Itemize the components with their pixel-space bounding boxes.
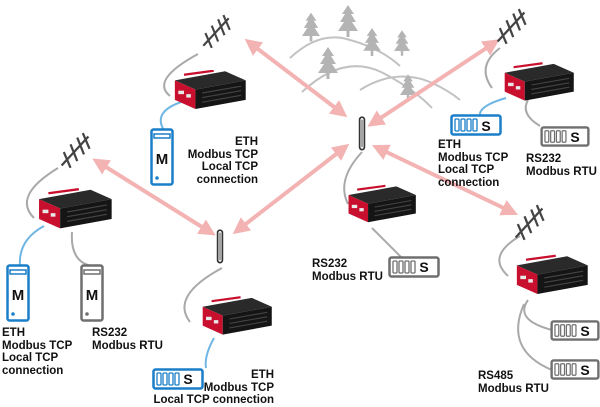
label-line: connection [438, 176, 500, 189]
slave-device-icon [540, 126, 590, 147]
label-line: connection [196, 173, 258, 186]
node-top-right: S S [450, 8, 590, 147]
omni-antenna-icon [216, 229, 224, 264]
node-top-left: M [150, 14, 247, 186]
label-line: Modbus RTU [478, 382, 549, 395]
link-arrow [367, 39, 500, 127]
node-left: M M [6, 132, 113, 322]
slave-letter: S [580, 362, 589, 378]
label-top-left-eth: ETH Modbus TCP Local TCP connection [172, 136, 258, 186]
master-letter: M [12, 287, 25, 304]
label-line: ETH [251, 369, 274, 381]
label-line: ETH [2, 327, 25, 339]
yagi-antenna-icon [202, 14, 231, 49]
router-icon [201, 296, 273, 336]
label-center-rs232: RS232 Modbus RTU [312, 258, 392, 283]
label-line: Local TCP [2, 352, 59, 364]
router-icon [347, 184, 417, 224]
label-top-right-eth: ETH Modbus TCP Local TCP connection [438, 139, 518, 189]
label-line: ETH [438, 139, 461, 151]
slave-letter: S [580, 323, 589, 339]
tree-icon [318, 47, 338, 79]
link-arrow [371, 144, 519, 216]
label-line: RS485 [478, 370, 514, 382]
slave-device-icon [388, 256, 440, 278]
yagi-antenna-icon [514, 204, 545, 241]
master-letter: M [156, 151, 169, 168]
router-icon [515, 254, 589, 296]
label-line: RS232 [526, 153, 562, 165]
link-arrow [244, 38, 348, 118]
label-line: Modbus TCP [438, 151, 509, 164]
label-line: Modbus RTU [92, 339, 163, 352]
router-icon [503, 62, 575, 102]
label-line: Modbus RTU [526, 165, 597, 178]
label-line: RS232 [312, 258, 348, 270]
label-line: Modbus TCP [187, 148, 258, 161]
label-bottom-right-rs485: RS485 Modbus RTU [478, 370, 558, 395]
label-left-eth: ETH Modbus TCP Local TCP connection [2, 327, 82, 377]
router-icon [37, 188, 113, 230]
router-icon [173, 70, 247, 111]
label-bottom-center-eth: ETH Modbus TCP Local TCP connection [148, 369, 274, 407]
slave-letter: S [183, 371, 192, 387]
label-line: Local TCP [438, 164, 495, 176]
label-line: Modbus RTU [312, 270, 383, 283]
slave-letter: S [570, 129, 579, 145]
tree-icon [302, 12, 320, 42]
slave-device-icon [550, 320, 600, 341]
slave-device-icon [550, 359, 600, 380]
tree-icon [394, 30, 410, 56]
node-bottom-center: S [152, 229, 273, 390]
label-line: RS232 [92, 327, 128, 339]
label-line: Modbus TCP [2, 339, 73, 352]
slave-letter: S [481, 118, 490, 134]
wireless-links [92, 38, 519, 236]
label-line: connection [2, 364, 64, 377]
label-top-right-rs232: RS232 Modbus RTU [526, 153, 598, 178]
omni-antenna-icon [358, 116, 366, 151]
label-line: ETH [235, 136, 258, 148]
master-letter: M [86, 287, 99, 304]
slave-device-icon [450, 114, 502, 136]
link-arrow [232, 143, 350, 235]
label-line: Local TCP connection [153, 394, 274, 406]
node-center: S [343, 116, 440, 278]
slave-letter: S [419, 259, 428, 275]
label-line: Modbus TCP [203, 381, 274, 394]
yagi-antenna-icon [60, 132, 91, 169]
link-arrow [92, 158, 216, 236]
label-line: Local TCP [201, 161, 258, 173]
tree-icon [338, 5, 358, 37]
label-left-rs232: RS232 Modbus RTU [92, 327, 172, 352]
yagi-antenna-icon [496, 8, 527, 45]
node-bottom-right: S S [498, 204, 600, 380]
